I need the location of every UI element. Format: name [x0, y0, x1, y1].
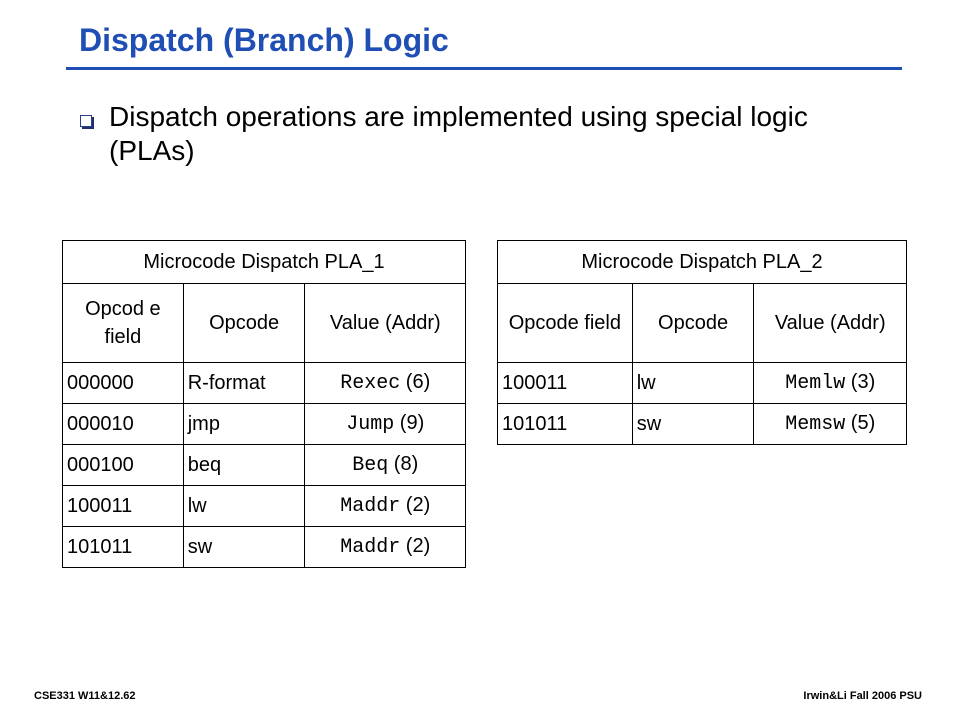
opcode-cell: beq [182, 444, 306, 486]
state-label: Maddr [340, 536, 401, 559]
footer-credit: Irwin&Li Fall 2006 PSU [803, 690, 922, 702]
column-header-opcode: Opcode [182, 283, 306, 363]
state-address: (6) [405, 371, 431, 393]
state-address: (3) [850, 371, 876, 393]
bullet-text: Dispatch operations are implemented usin… [109, 101, 808, 166]
value-cell: Rexec (6) [304, 362, 466, 404]
opcode-cell: lw [631, 362, 755, 404]
table-caption: Microcode Dispatch PLA_2 [497, 240, 907, 284]
state-label: Beq [352, 454, 389, 477]
opcode-field-cell: 100011 [497, 362, 633, 404]
column-header-opcode-field: Opcod e field [62, 283, 184, 363]
opcode-cell: R-format [182, 362, 306, 404]
state-label: Memlw [785, 372, 846, 395]
bullet-point: Dispatch operations are implemented usin… [80, 100, 840, 168]
state-address: (8) [393, 453, 419, 475]
table-row: 000100 beq Beq (8) [62, 444, 466, 486]
column-header-opcode: Opcode [631, 283, 755, 363]
value-cell: Beq (8) [304, 444, 466, 486]
value-cell: Jump (9) [304, 403, 466, 445]
opcode-field-cell: 000000 [62, 362, 184, 404]
dispatch-table-pla2: Microcode Dispatch PLA_2 Opcode field Op… [497, 240, 907, 445]
slide-title: Dispatch (Branch) Logic [79, 22, 449, 58]
state-address: (2) [405, 494, 431, 516]
table-row: 000010 jmp Jump (9) [62, 403, 466, 445]
state-label: Jump [346, 413, 395, 436]
opcode-cell: sw [182, 526, 306, 568]
state-address: (5) [850, 412, 876, 434]
state-address: (9) [399, 412, 425, 434]
opcode-cell: sw [631, 403, 755, 445]
value-cell: Maddr (2) [304, 526, 466, 568]
value-cell: Memlw (3) [753, 362, 907, 404]
opcode-field-cell: 100011 [62, 485, 184, 527]
state-label: Memsw [785, 413, 846, 436]
table-row: 100011 lw Memlw (3) [497, 362, 907, 404]
table-row: 101011 sw Memsw (5) [497, 403, 907, 445]
opcode-cell: lw [182, 485, 306, 527]
square-bullet-icon [80, 115, 92, 127]
state-label: Maddr [340, 495, 401, 518]
opcode-field-cell: 101011 [62, 526, 184, 568]
footer-course-id: CSE331 W11&12.62 [34, 690, 136, 702]
title-underline [66, 67, 902, 70]
opcode-cell: jmp [182, 403, 306, 445]
table-row: 101011 sw Maddr (2) [62, 526, 466, 568]
opcode-field-cell: 101011 [497, 403, 633, 445]
value-cell: Maddr (2) [304, 485, 466, 527]
column-header-value: Value (Addr) [304, 283, 466, 363]
dispatch-table-pla1: Microcode Dispatch PLA_1 Opcod e field O… [62, 240, 466, 568]
column-header-opcode-field: Opcode field [497, 283, 633, 363]
state-label: Rexec [340, 372, 401, 395]
state-address: (2) [405, 535, 431, 557]
opcode-field-cell: 000010 [62, 403, 184, 445]
column-header-value: Value (Addr) [753, 283, 907, 363]
value-cell: Memsw (5) [753, 403, 907, 445]
table-caption: Microcode Dispatch PLA_1 [62, 240, 466, 284]
opcode-field-cell: 000100 [62, 444, 184, 486]
table-row: 000000 R-format Rexec (6) [62, 362, 466, 404]
table-row: 100011 lw Maddr (2) [62, 485, 466, 527]
